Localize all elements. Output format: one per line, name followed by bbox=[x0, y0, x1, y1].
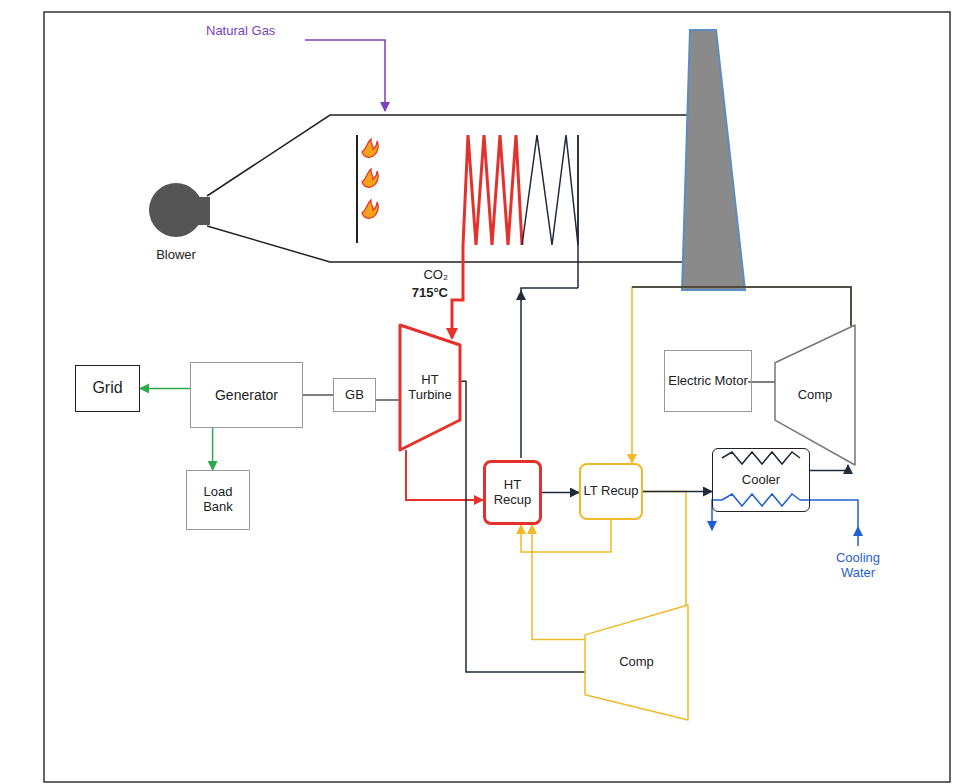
recuperator-box: LT Recup bbox=[579, 463, 643, 520]
load-bank-box: Load Bank bbox=[186, 470, 250, 530]
duct-wall bbox=[207, 226, 688, 262]
node-label: Electric Motor bbox=[668, 374, 747, 389]
compressor-symbol-shape bbox=[585, 605, 688, 720]
turbine-symbol: HT Turbine bbox=[400, 325, 460, 450]
turbine-symbol-shape bbox=[400, 325, 460, 450]
compressor-symbol-shape bbox=[775, 325, 855, 465]
recuperator-box: HT Recup bbox=[483, 460, 542, 525]
recup-to-heater bbox=[521, 288, 578, 458]
coil-return bbox=[577, 135, 579, 288]
flow-connector bbox=[532, 525, 585, 640]
node-label: LT Recup bbox=[583, 484, 638, 499]
blower-fan bbox=[149, 183, 203, 237]
annotation-label: Cooling Water bbox=[822, 551, 894, 581]
cooler-box: Cooler bbox=[712, 448, 810, 512]
water-in bbox=[800, 500, 858, 546]
flow-connector bbox=[140, 388, 190, 390]
motor-shaft bbox=[748, 381, 775, 383]
frame-border bbox=[44, 12, 950, 782]
generator-box: Generator bbox=[190, 362, 303, 428]
flame bbox=[362, 139, 378, 157]
annotation-label: 715°C bbox=[392, 286, 448, 301]
node-label: Comp bbox=[619, 655, 654, 670]
burner-flames bbox=[362, 139, 378, 218]
heater-coil-cold bbox=[522, 135, 578, 245]
heater-coil-hot bbox=[463, 135, 522, 245]
node-label: Generator bbox=[215, 387, 278, 403]
flow-connector bbox=[643, 491, 712, 493]
node-label: HT Turbine bbox=[400, 373, 460, 403]
water-coil bbox=[722, 494, 800, 506]
compressor-symbol: Comp bbox=[585, 605, 688, 720]
gearbox: GB bbox=[333, 378, 376, 412]
flow-connector bbox=[376, 399, 400, 401]
flow-arrow bbox=[853, 526, 863, 536]
node-label: HT Recup bbox=[486, 478, 539, 508]
flow-connector bbox=[406, 450, 483, 500]
node-label: Grid bbox=[92, 379, 122, 397]
cooler-coil bbox=[722, 452, 800, 464]
flame bbox=[362, 200, 378, 218]
flow-connector bbox=[542, 492, 579, 494]
blower: Blower bbox=[148, 182, 204, 238]
node-label: Cooler bbox=[742, 473, 780, 488]
gas-line bbox=[305, 40, 385, 111]
flow-connector bbox=[303, 394, 333, 396]
flow-connector bbox=[212, 428, 214, 470]
flame bbox=[362, 169, 378, 187]
node-label: Comp bbox=[798, 388, 833, 403]
burner-rail bbox=[356, 135, 358, 243]
hot-co2-line bbox=[452, 245, 463, 338]
stack bbox=[682, 30, 745, 290]
node-label: Blower bbox=[156, 248, 196, 263]
comp-outlet-line bbox=[632, 287, 851, 326]
annotation-label: CO₂ bbox=[398, 268, 448, 283]
motor-box: Electric Motor bbox=[664, 350, 752, 412]
flow-connector bbox=[643, 492, 686, 606]
node-label: Load Bank bbox=[187, 485, 249, 515]
compressor-symbol: Comp bbox=[775, 325, 855, 465]
grid-box: Grid bbox=[75, 365, 140, 412]
blower-outline bbox=[148, 182, 204, 238]
annotation-label: Natural Gas bbox=[206, 24, 302, 39]
flow-connector bbox=[810, 465, 848, 470]
duct-wall bbox=[207, 115, 688, 196]
water-out bbox=[712, 500, 722, 530]
node-label: GB bbox=[345, 388, 364, 403]
flow-connector bbox=[460, 381, 585, 672]
flow-arrow bbox=[516, 290, 526, 300]
